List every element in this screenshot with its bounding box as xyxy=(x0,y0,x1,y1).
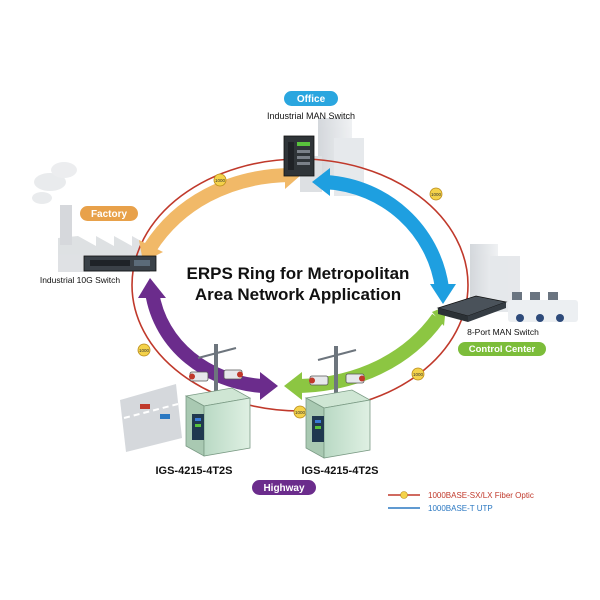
svg-text:1000: 1000 xyxy=(431,192,442,197)
legend: 1000BASE-SX/LX Fiber Optic 1000BASE-T UT… xyxy=(388,491,534,513)
link-label-3: 1000 xyxy=(137,343,151,357)
factory-caption: Industrial 10G Switch xyxy=(40,275,121,285)
svg-text:Office: Office xyxy=(297,94,326,105)
right-cabinet xyxy=(304,389,372,459)
left-device-label: IGS-4215-4T2S xyxy=(155,465,232,477)
svg-text:Control Center: Control Center xyxy=(469,344,536,355)
factory-badge: Factory xyxy=(80,206,138,221)
left-cabinet xyxy=(184,387,252,457)
svg-text:Highway: Highway xyxy=(263,483,305,494)
link-label-6: 1000 xyxy=(293,405,307,419)
industrial-man-switch-device xyxy=(283,135,315,177)
arrow-control-highway xyxy=(284,306,446,400)
control-center-badge: Control Center xyxy=(458,342,546,356)
svg-text:Factory: Factory xyxy=(91,209,128,220)
link-label-4: 1000 xyxy=(411,367,425,381)
legend-utp-label: 1000BASE-T UTP xyxy=(428,504,493,513)
legend-fiber-marker xyxy=(400,491,408,499)
arrow-factory-highway xyxy=(138,278,278,400)
office-caption: Industrial MAN Switch xyxy=(267,111,355,121)
right-camera-pole xyxy=(309,346,365,404)
svg-text:1000: 1000 xyxy=(215,178,226,183)
arrow-office-control xyxy=(312,168,456,304)
legend-fiber-label: 1000BASE-SX/LX Fiber Optic xyxy=(428,491,534,500)
control-center-desks xyxy=(508,292,578,322)
highway-road xyxy=(120,384,182,452)
svg-text:1000: 1000 xyxy=(295,410,306,415)
link-label-1: 1000 xyxy=(213,173,227,187)
control-center-caption: 8-Port MAN Switch xyxy=(467,327,539,337)
diagram-title-line2: Area Network Application xyxy=(195,285,401,304)
office-badge: Office xyxy=(284,91,338,106)
svg-text:1000: 1000 xyxy=(413,372,424,377)
left-camera-pole xyxy=(189,344,243,404)
8-port-man-switch-device xyxy=(436,295,508,322)
right-device-label: IGS-4215-4T2S xyxy=(301,465,378,477)
link-label-2: 1000 xyxy=(429,187,443,201)
svg-text:1000: 1000 xyxy=(139,348,150,353)
industrial-10g-switch-device xyxy=(83,255,157,272)
highway-badge: Highway xyxy=(252,480,316,495)
diagram-title-line1: ERPS Ring for Metropolitan xyxy=(187,264,410,283)
